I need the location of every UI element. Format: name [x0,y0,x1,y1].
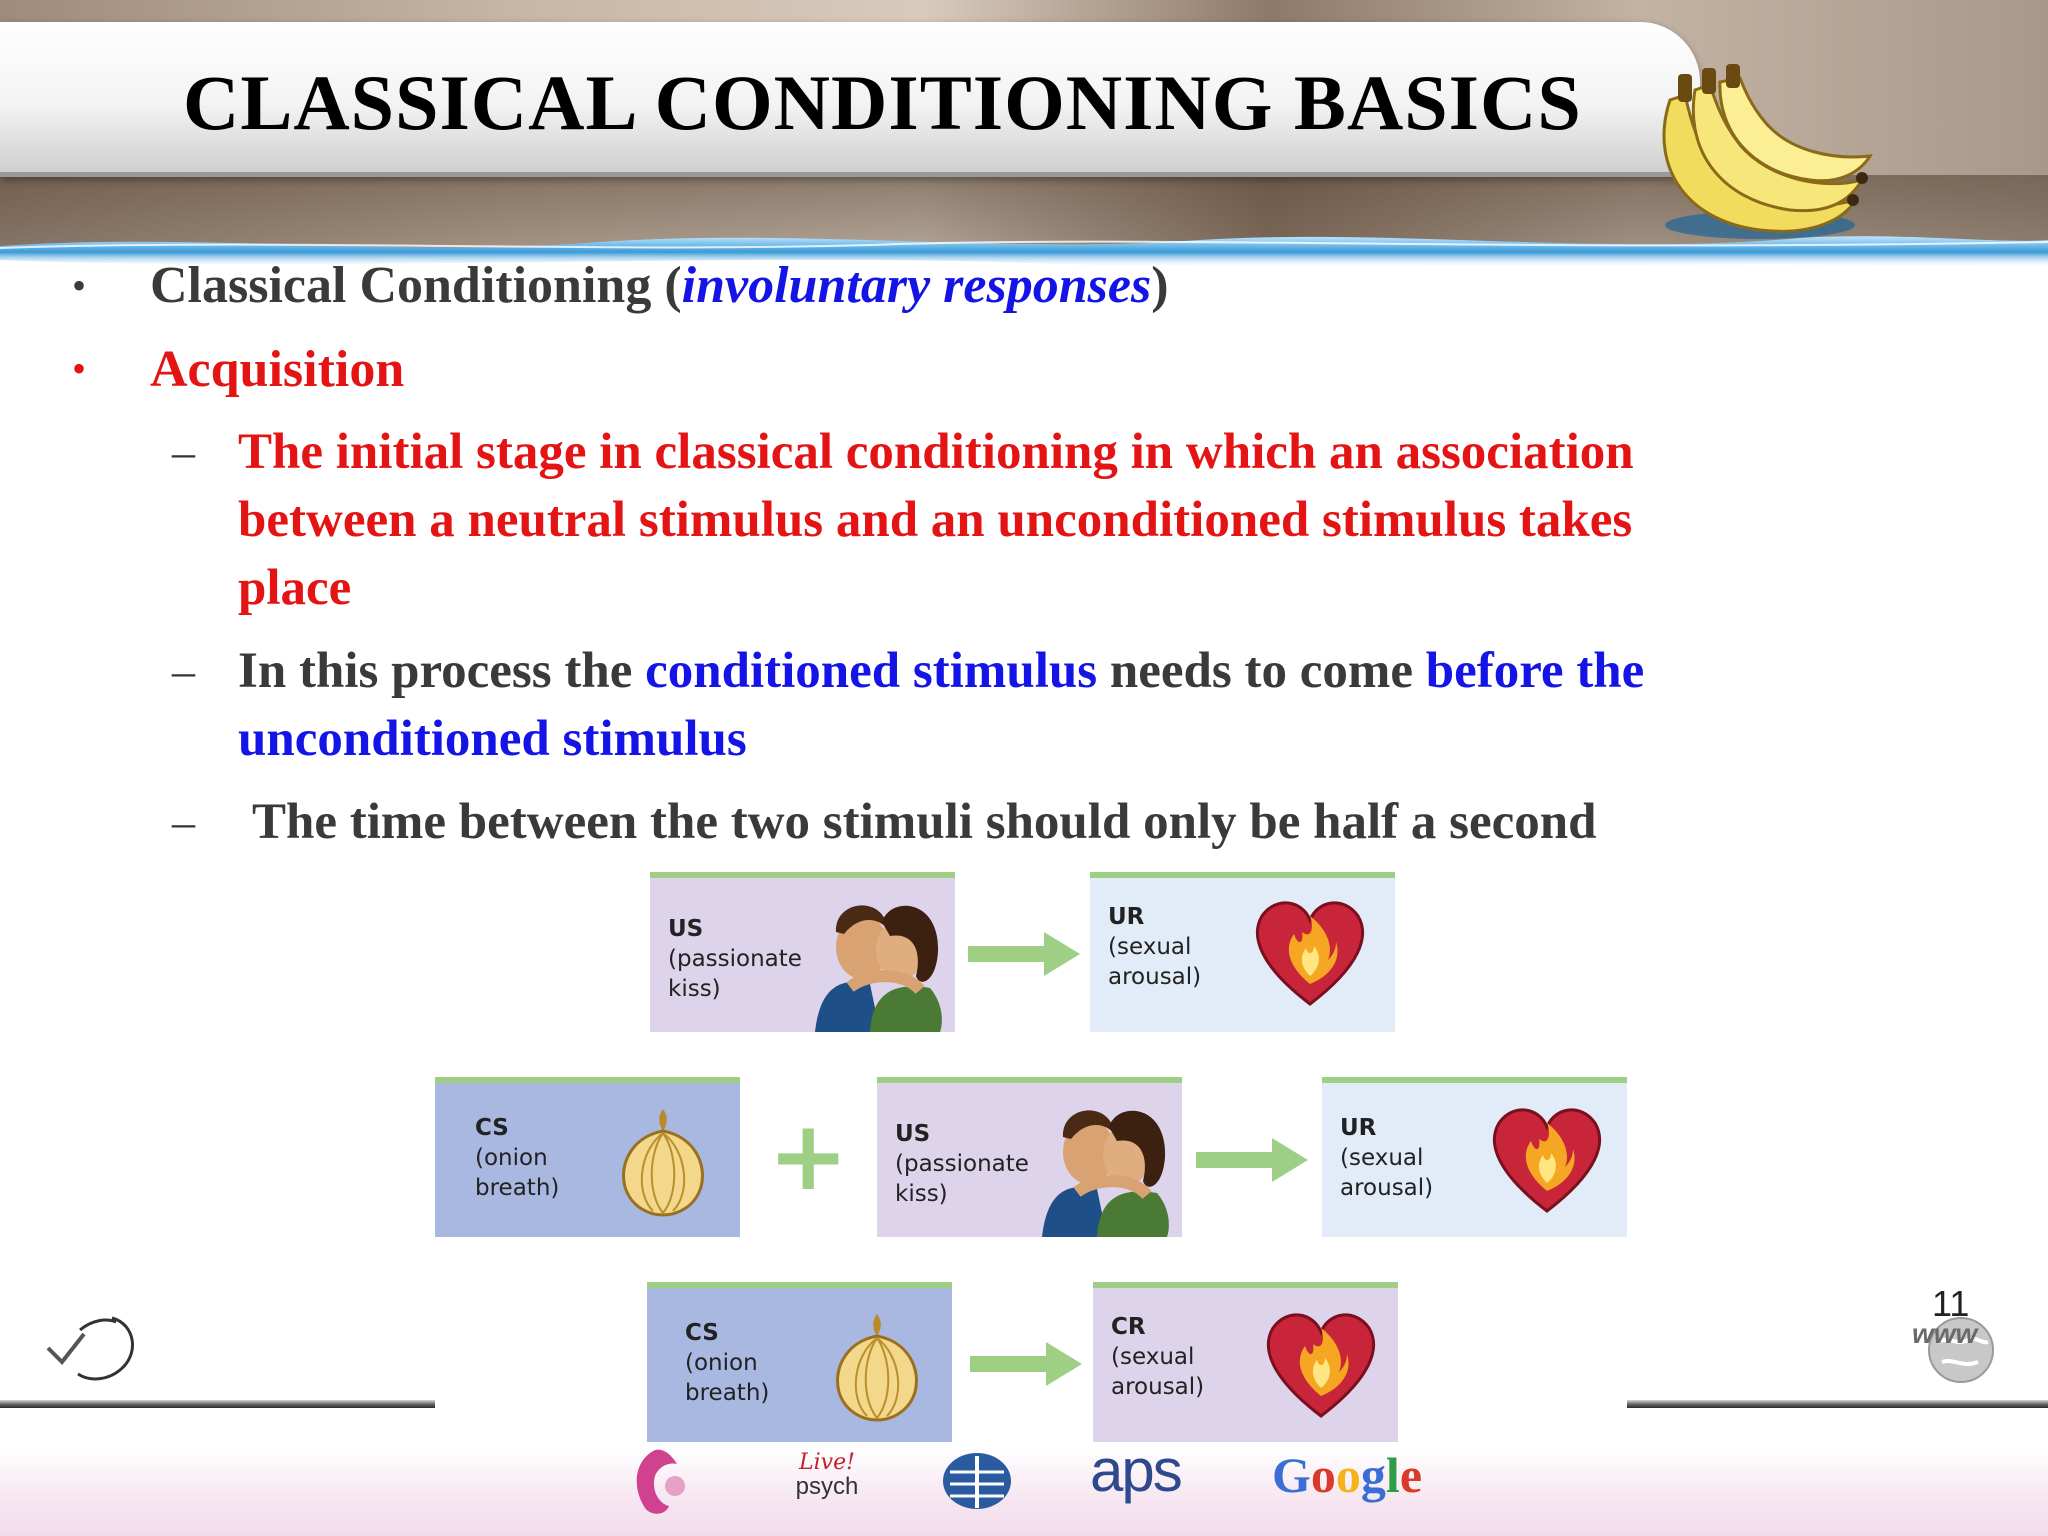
title-band [0,22,1700,177]
onion-icon [836,1314,918,1422]
back-arrow-icon[interactable] [40,1310,140,1386]
google-logo: Google [1272,1447,1423,1503]
process-highlight-before: before the [1425,643,1645,699]
aps-logo: aps [1090,1437,1183,1504]
bullet-text: Classical Conditioning ( [150,257,682,314]
kissing-couple-icon [815,905,942,1032]
sub-bullet-dash: – [172,426,195,477]
footer-rule-right [1627,1400,2048,1408]
process-text: In this process the [238,643,646,699]
panel-ur-arousal: UR (sexual arousal) [1090,872,1395,1032]
bullet-dot: • [72,346,87,391]
definition-line-2: between a neutral stimulus and an uncond… [238,492,1633,548]
panel-cs-onion: CS (onion breath) [435,1077,740,1237]
panel-us-kiss: US (passionate kiss) [650,872,955,1032]
panel-label: UR (sexual arousal) [1340,1115,1434,1201]
sub-bullet-dash: – [172,645,195,696]
figure-logo-icon [636,1449,685,1514]
panel-label: US (passionate kiss) [895,1121,1029,1207]
panel-label: CR (sexual arousal) [1111,1314,1205,1400]
panel-label: CS (onion breath) [685,1320,770,1406]
arrow-right-icon [1196,1138,1308,1182]
sub-bullet-process: In this process the conditioned stimulus… [238,637,1644,773]
panel-label: CS (onion breath) [475,1115,560,1201]
process-highlight-cs: conditioned stimulus [645,643,1098,699]
footer-rule-left [0,1400,435,1408]
bullet-text-end: ) [1151,257,1169,314]
bullet-classical-conditioning: Classical Conditioning (involuntary resp… [150,256,1169,315]
bullet-dot: • [72,263,87,308]
panel-us-kiss: US (passionate kiss) [877,1077,1182,1237]
banana-icon [1662,64,1873,239]
www-link[interactable]: www [1912,1318,1978,1349]
water-wave-divider [0,236,2048,268]
sub-bullet-definition: The initial stage in classical condition… [238,418,1634,622]
flaming-heart-icon [1492,1108,1602,1213]
process-text: needs to come [1097,643,1426,699]
globe-icon[interactable] [1918,1312,2004,1384]
page-title: CLASSICAL CONDITIONING BASICS [183,59,1582,146]
panel-cr-arousal: CR (sexual arousal) [1093,1282,1398,1442]
arrow-right-icon [970,1342,1082,1386]
panel-cs-onion: CS (onion breath) [647,1282,952,1442]
footer-band [0,1447,2048,1536]
arrow-right-icon [968,932,1080,976]
bullet-acquisition: Acquisition [150,341,405,398]
kissing-couple-icon [1042,1110,1169,1237]
definition-line-3: place [238,560,352,616]
plus-icon: + [768,1100,849,1212]
bullet-emphasis: involuntary responses [681,257,1152,314]
panel-label: US (passionate kiss) [668,916,802,1002]
flaming-heart-icon [1266,1313,1376,1418]
sub-bullet-dash: – [172,796,195,847]
panel-label: UR (sexual arousal) [1108,904,1202,990]
psychology-logo-icon [943,1453,1011,1509]
live-psych-logo: Live! psych [795,1450,859,1500]
onion-icon [622,1109,704,1217]
panel-ur-arousal: UR (sexual arousal) [1322,1077,1627,1237]
definition-line-1: The initial stage in classical condition… [238,424,1634,480]
sub-bullet-timing: The time between the two stimuli should … [252,794,1597,850]
flaming-heart-icon [1255,901,1365,1006]
process-highlight-us: unconditioned stimulus [238,711,747,767]
